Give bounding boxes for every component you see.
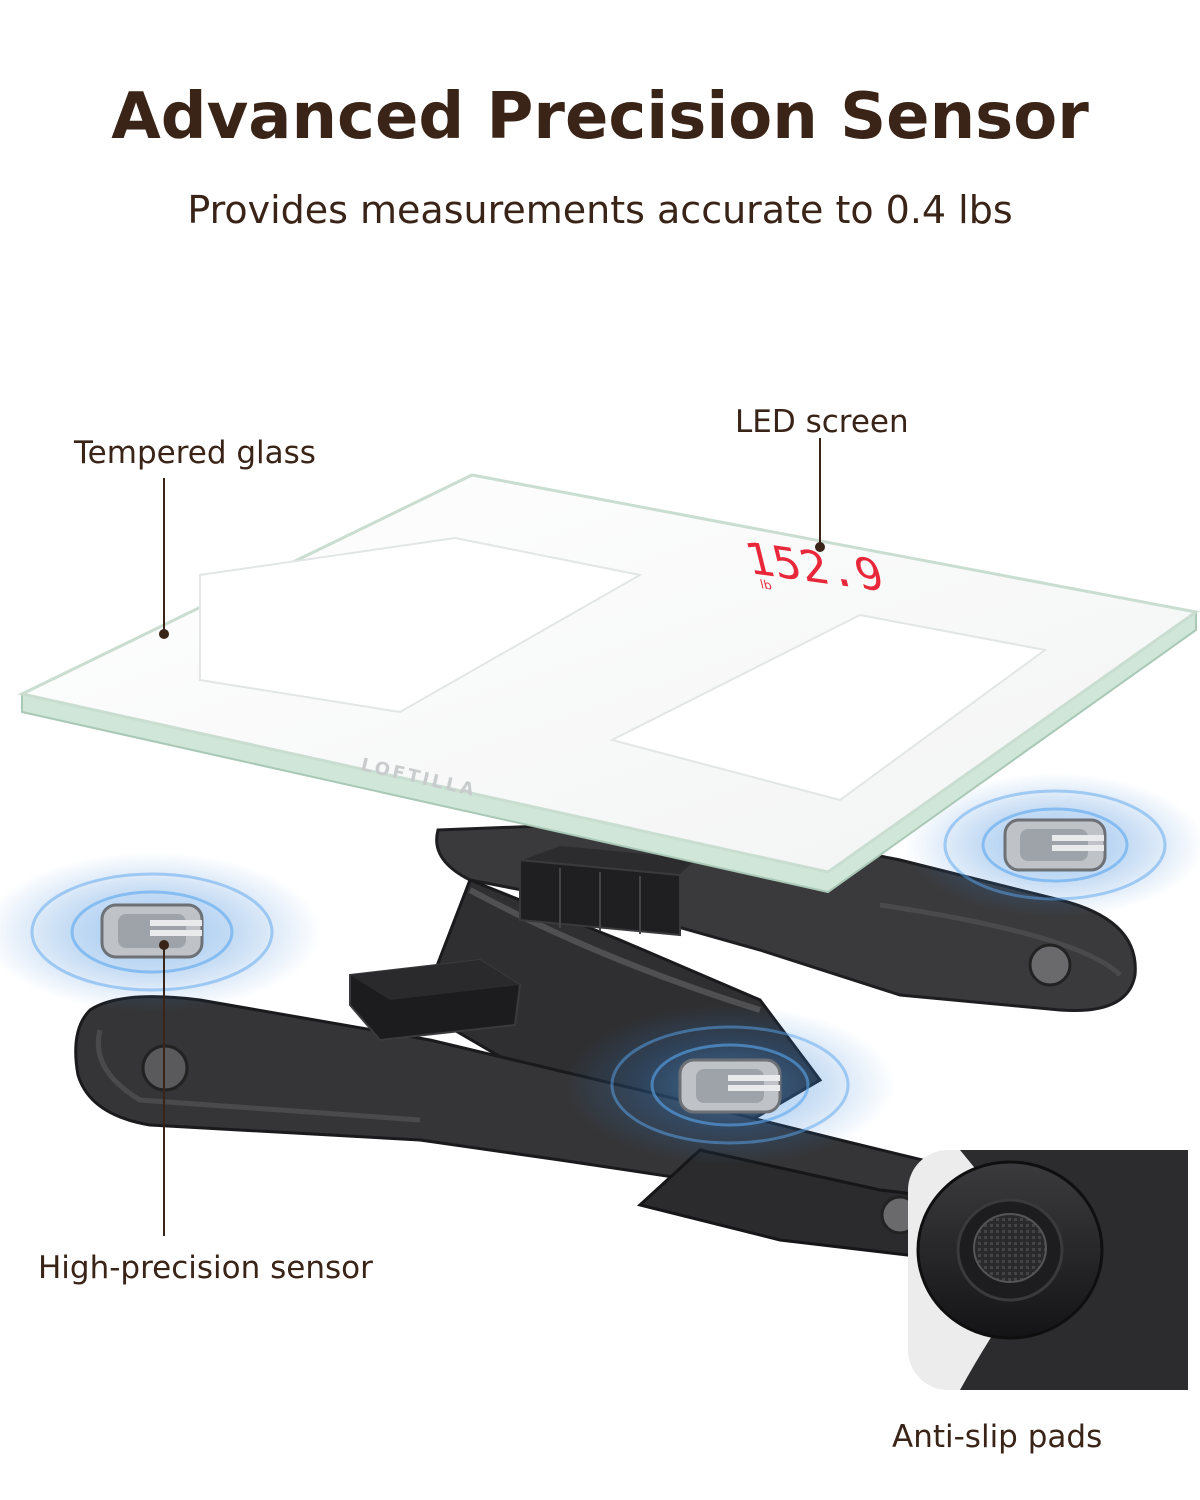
circuit-board [349,958,522,1042]
load-cell-sensor-icon [678,1058,782,1114]
load-cell-sensor-icon [1003,818,1107,872]
callout-tempered-glass: Tempered glass [74,435,316,471]
battery-compartment [519,843,703,937]
led-unit: lb [758,577,773,593]
page-title: Advanced Precision Sensor [111,80,1089,154]
callout-leader-lines [159,438,825,1236]
callout-high-precision-sensor: High-precision sensor [38,1250,373,1286]
page-subtitle: Provides measurements accurate to 0.4 lb… [187,188,1013,232]
tempered-glass-platform [17,473,1200,894]
anti-slip-pad-icon [916,1160,1104,1340]
anti-slip-pad-inset [908,1150,1188,1390]
callout-led-screen: LED screen [735,404,909,440]
load-cell-sensor-icon [100,903,204,959]
callout-anti-slip-pads: Anti-slip pads [892,1419,1103,1455]
